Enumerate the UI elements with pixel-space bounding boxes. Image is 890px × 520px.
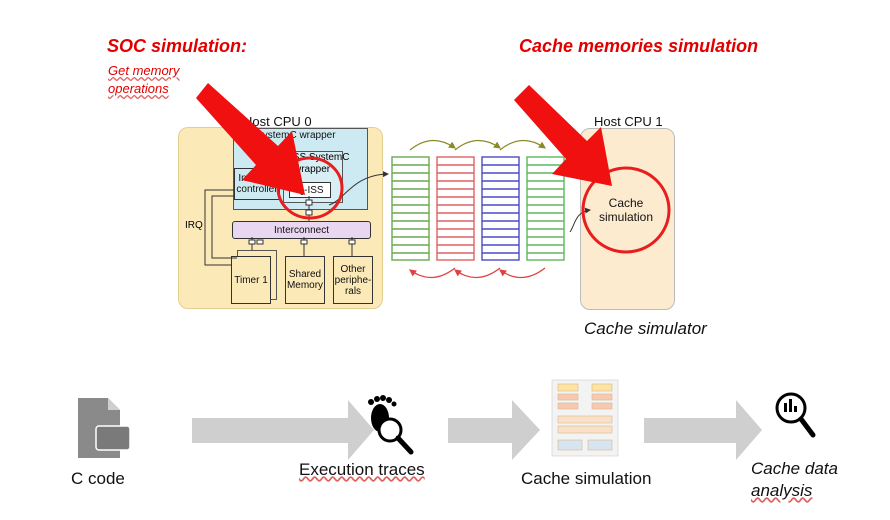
soc-subtitle-line1: Get memory: [108, 63, 180, 78]
analysis-line: analysis: [751, 481, 813, 500]
interrupt-line2: controller: [236, 184, 278, 195]
cache-hierarchy-thumbnail: [551, 379, 619, 457]
cache-simulation-caption: Cache simulation: [521, 469, 652, 488]
red-pointer-arrows: [196, 83, 612, 195]
cache-data-analysis-caption: Cache data analysis: [751, 458, 838, 502]
cache-memories-title: Cache memories simulation: [519, 36, 759, 56]
c-code-caption: C code: [71, 469, 125, 488]
irq-label: IRQ: [185, 220, 203, 231]
queue-1: [391, 156, 430, 261]
soc-red-arrow: [196, 83, 305, 195]
pipeline-arrow-1: [192, 400, 374, 460]
shared-line1: Shared: [288, 269, 322, 280]
soc-subtitle-line2: operations: [108, 81, 169, 96]
other-line3: rals: [344, 285, 362, 297]
soc-simulation-title: SOC simulation:: [107, 36, 248, 56]
cache-data-line: Cache data: [751, 459, 838, 478]
cache-simulation-label: Cache simulation: [594, 196, 658, 224]
queue-rotation-top: [409, 139, 546, 151]
bus-connectors: [248, 196, 356, 256]
pipeline-arrows: [192, 400, 762, 460]
cache-sim-line1: Cache: [608, 196, 644, 210]
other-peripherals-box: Other periphe- rals: [333, 256, 373, 304]
shared-line2: Memory: [286, 280, 324, 291]
execution-traces-caption: Execution traces: [299, 460, 425, 479]
chart-magnifier-icon: [775, 392, 816, 438]
host-cpu0-label: Host CPU 0: [243, 114, 312, 129]
queue-3: [481, 156, 520, 261]
timer-1-box: Timer 1: [231, 256, 271, 304]
cache-sim-line2: simulation: [598, 210, 654, 224]
iss-wrapper-line2: wrapper: [294, 164, 331, 175]
qiss-to-queue-arrow: [328, 171, 389, 206]
cache-red-arrow: [514, 85, 612, 186]
queue-to-cache-arrow: [569, 207, 591, 233]
pipeline-arrow-3: [644, 400, 762, 460]
queue-rotation-bottom: [409, 267, 546, 279]
pipeline-arrow-2: [448, 400, 540, 460]
irq-wires: [204, 189, 237, 266]
queue-2: [436, 156, 475, 261]
host-cpu1-label: Host CPU 1: [594, 114, 663, 129]
other-line1: Other: [340, 263, 366, 275]
c-file-icon: [78, 398, 131, 458]
shared-memory-box: Shared Memory: [285, 256, 325, 304]
footprint-magnifier-icon: [368, 395, 414, 455]
interconnect-bus: Interconnect: [232, 221, 371, 239]
other-line2: periphe-: [334, 274, 372, 286]
cache-simulator-caption: Cache simulator: [584, 319, 707, 338]
queue-4: [526, 156, 565, 261]
iss-wrapper-line1: ISS SystemC: [290, 152, 350, 163]
